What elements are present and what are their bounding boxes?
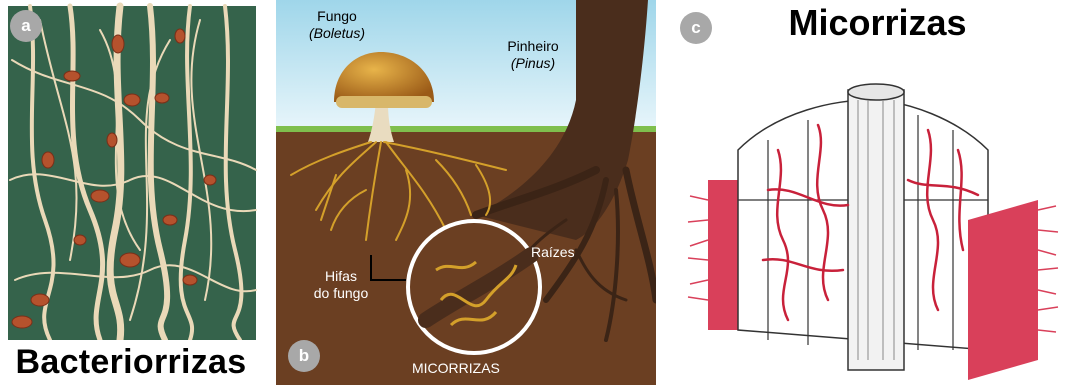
- root-section-illustration: [668, 0, 1067, 385]
- hyphae-label: Hifas do fungo: [306, 268, 376, 302]
- badge-a: a: [10, 10, 42, 42]
- tree-label: Pinheiro (Pinus): [498, 38, 568, 72]
- root-nodules-photo: [0, 0, 262, 340]
- panel-a-bacteriorrizas: a Bacteriorrizas: [0, 0, 262, 385]
- badge-b: b: [288, 340, 320, 372]
- panel-c-micorrizas-section: Micorrizas c: [668, 0, 1067, 385]
- micorrizas-label: MICORRIZAS: [412, 360, 500, 377]
- caption-bacteriorrizas: Bacteriorrizas: [0, 340, 262, 385]
- panel-b-micorrizas-diagram: Fungo (Boletus) Pinheiro (Pinus) Hifas d…: [276, 0, 656, 385]
- roots-label: Raízes: [531, 244, 575, 261]
- mycorrhiza-illustration: [276, 0, 656, 385]
- fungus-label: Fungo (Boletus): [302, 8, 372, 42]
